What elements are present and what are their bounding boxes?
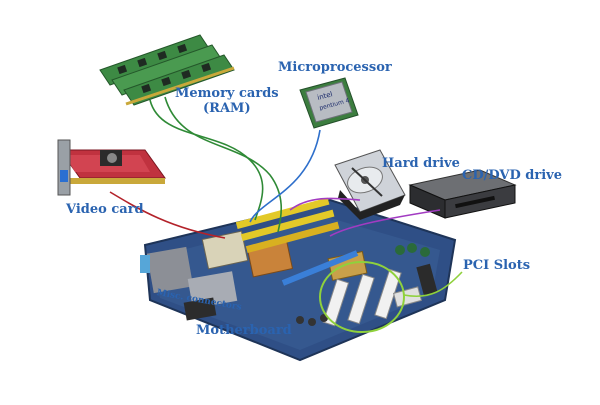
cd-dvd-drive-label: CD/DVD drive	[462, 168, 563, 183]
memory-connector-line-2	[164, 96, 282, 233]
memory-connector-line	[149, 99, 264, 221]
connector-lines	[109, 96, 463, 333]
cd-dvd-drive-image	[408, 169, 517, 219]
motherboard-label: Motherboard	[196, 323, 292, 338]
video-card-image	[57, 139, 166, 196]
cd-dvd-connector-line	[329, 209, 441, 237]
memory-cards-title: Memory cards	[175, 86, 279, 101]
microprocessor-connector-line	[249, 129, 321, 223]
memory-cards-label: Memory cards (RAM)	[175, 86, 279, 116]
memory-cards-subtitle: (RAM)	[203, 101, 251, 116]
microprocessor-image: intel pentium 4	[299, 77, 359, 129]
memory-cards-image	[99, 34, 235, 106]
pci-connector-line	[403, 271, 463, 297]
hard-drive-image	[334, 149, 406, 220]
pci-slots-circle	[319, 261, 405, 333]
microprocessor-label: Microprocessor	[278, 60, 392, 75]
hard-drive-label: Hard drive	[382, 156, 460, 171]
video-card-label: Video card	[66, 202, 144, 217]
motherboard-image	[140, 197, 457, 362]
video-card-connector-line	[109, 191, 226, 239]
hard-drive-connector-line	[289, 197, 361, 211]
chip-brand-text: intel	[316, 90, 333, 102]
pci-slots-label: PCI Slots	[463, 258, 531, 273]
